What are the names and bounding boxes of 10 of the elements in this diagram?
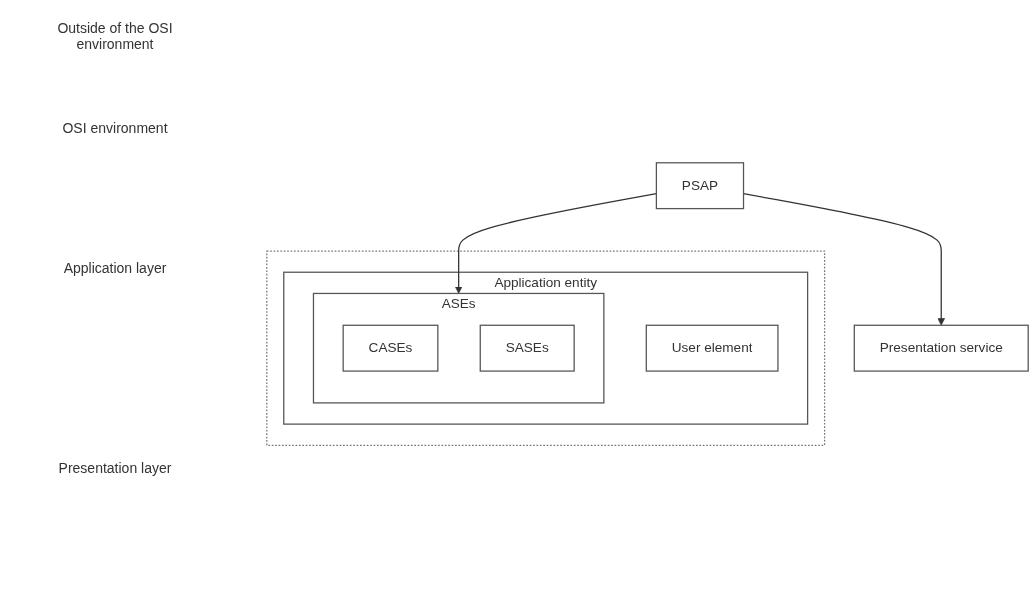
node-box: CASEs [342,325,439,373]
layer-label: Presentation layer [57,460,173,476]
cluster [266,250,826,447]
layer-label: Application layer [62,260,168,276]
node-box: User element [645,325,779,373]
node-box: Presentation service [853,325,1029,373]
node-box: SASEs [479,325,575,373]
environment-label: Outside of the OSI environment [56,20,174,52]
environment-label: OSI environment [61,120,169,136]
node-box: PSAP [655,162,745,210]
